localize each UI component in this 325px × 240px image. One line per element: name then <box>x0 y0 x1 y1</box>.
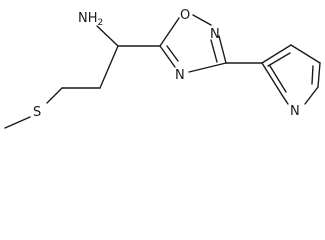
bond-py-c5-c4 <box>290 44 321 64</box>
bond-n4-c5-double <box>166 45 179 62</box>
bond-c5-o1 <box>159 17 180 47</box>
atom-n4-label: N <box>175 68 185 83</box>
atom-sulfur-label: S <box>33 105 41 120</box>
atom-oxygen-label: O <box>180 8 190 23</box>
bond-n2-c3 <box>218 35 227 64</box>
bond-py-n1-c6 <box>304 86 319 105</box>
bond-ch3-s <box>4 116 31 129</box>
atom-amine-label: NH2 <box>78 11 103 28</box>
bond-py-c2-n1 <box>281 94 289 105</box>
molecule-structure: NH2 O N N S N <box>4 8 321 129</box>
bond-ch2-ch <box>99 45 119 89</box>
bond-py-double-2 <box>311 65 314 85</box>
atom-n2-label: N <box>210 27 220 42</box>
bond-s-ch2 <box>46 87 63 104</box>
atom-pyridine-n-label: N <box>290 104 300 119</box>
bond-c3-n4 <box>188 62 227 73</box>
bond-o1-n2 <box>192 14 212 26</box>
bond-py-c6-c5 <box>317 62 321 88</box>
bond-py-double-3 <box>267 52 291 67</box>
bond-py-double-1 <box>269 65 287 93</box>
bond-ch-nh2 <box>96 25 119 47</box>
bond-py-c3-c2 <box>261 62 283 96</box>
bond-py-c4-c3 <box>261 44 292 64</box>
bond-n4-c5 <box>159 45 176 68</box>
bond-n2-c3-double <box>210 39 218 63</box>
